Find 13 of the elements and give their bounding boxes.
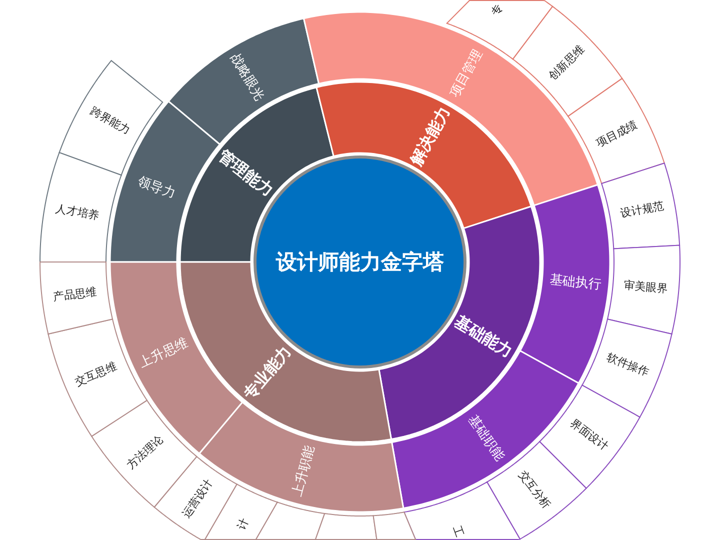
outer-ring-cell: 项目成绩 bbox=[567, 78, 665, 184]
outer-ring-cell: 产品思维 bbox=[40, 262, 114, 335]
outer-ring-cell: 软件操作 bbox=[581, 318, 672, 418]
middle-ring-segment: 战略眼光 bbox=[167, 18, 320, 146]
outer-ring-cell: 运营设计 bbox=[154, 456, 238, 540]
outer-ring-cell: 创新思维 bbox=[512, 6, 623, 117]
outer-ring-cell: 人才培养 bbox=[40, 152, 122, 262]
outer-ring-cell: 工 bbox=[403, 481, 521, 540]
outer-ring-cell: 设计规范 bbox=[600, 162, 680, 250]
outer-ring-cell: 跨界能力 bbox=[58, 60, 164, 176]
outer-ring-cell: 审美眼界 bbox=[606, 244, 680, 335]
empty-outer-cell bbox=[254, 502, 326, 540]
outer-ring-cell: 界面设计 bbox=[538, 384, 641, 489]
